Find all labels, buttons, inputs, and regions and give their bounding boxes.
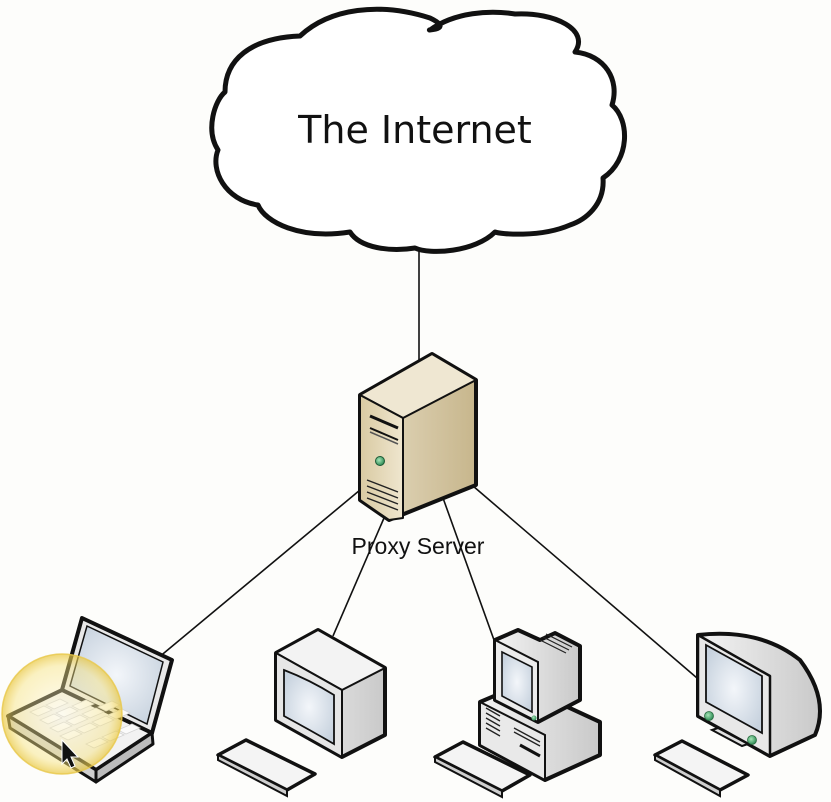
- cloud-label: The Internet: [297, 108, 532, 152]
- link-proxy-imac: [472, 485, 698, 679]
- connection-lines: [157, 250, 698, 679]
- client-laptop[interactable]: [1, 616, 174, 784]
- client-desktop[interactable]: [216, 628, 387, 798]
- link-proxy-tower: [442, 497, 495, 641]
- desktop-with-base-icon: [433, 628, 602, 799]
- cloud-icon: [209, 6, 627, 254]
- link-proxy-desktop: [332, 517, 385, 637]
- internet-cloud[interactable]: The Internet: [209, 6, 627, 254]
- link-proxy-laptop: [157, 489, 361, 659]
- crt-monitor-icon: [653, 631, 822, 798]
- client-desktop-tower[interactable]: [433, 628, 602, 799]
- cursor-highlight: [1, 653, 123, 775]
- proxy-server-label: Proxy Server: [352, 533, 485, 559]
- server-status-led: [375, 456, 385, 466]
- mouse-pointer-icon: [61, 738, 80, 769]
- desktop-computer-icon: [216, 628, 387, 798]
- server-tower-icon: [358, 352, 478, 522]
- proxy-server[interactable]: Proxy Server: [352, 352, 485, 559]
- client-imac[interactable]: [653, 631, 822, 798]
